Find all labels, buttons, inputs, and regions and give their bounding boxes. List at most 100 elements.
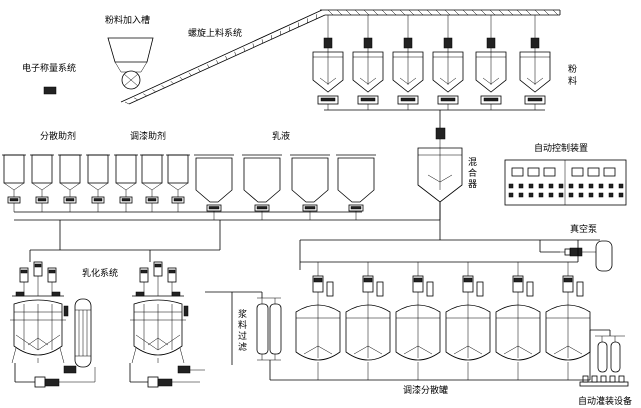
screw-flight [207,64,210,68]
screw-flight [161,85,165,89]
powder-tank [392,15,424,110]
screw-flight [315,14,318,20]
label-emulsify-system: 乳化系统 [82,267,118,279]
screw-flight [179,76,183,80]
tank-bottom [87,182,109,191]
additive-tank [140,154,164,212]
dispersion-tank [545,262,591,380]
screw-flight [426,9,433,16]
emulsion-tank [194,154,234,220]
panel-display [571,167,584,177]
screw-flight [134,97,139,101]
panel-display [527,167,540,177]
scale-readout [173,198,183,202]
motor-cap [363,277,373,283]
powder-tank [432,15,464,110]
screw-flight [216,60,219,64]
panel-button [568,192,574,198]
panel-display [543,167,556,177]
screw-flight [143,93,147,97]
powder-tanks [312,15,551,110]
collector-pipe [14,202,441,221]
dispersion-tank [345,262,391,380]
label-powder-vertical-2: 料 [568,75,577,87]
tank-body [243,157,281,203]
dispersion-tank [395,262,441,380]
agitator-blade [526,77,544,85]
side-motor [526,281,534,297]
powder-tank [352,15,384,110]
screw-flight [363,9,370,16]
screw-flight [124,101,130,105]
screw-flight [498,9,505,16]
nozzle [51,291,61,297]
agitator-blade [482,77,500,85]
label-auto-filling: 自动灌装设备 [578,395,632,407]
nozzle [15,291,25,297]
panel-button [578,192,584,198]
slurry-filter [256,297,282,361]
panel-button [578,183,584,189]
label-mixer-2: 合 [468,167,477,179]
side-motor [426,281,434,297]
panel-button [538,183,544,189]
tank-body [3,154,25,184]
dispersion-tank [295,262,341,380]
side-gauge [63,305,69,317]
scale-readout [9,198,19,202]
panel-button [618,192,624,198]
tank-bottom [31,182,53,191]
screw-flight [435,9,442,16]
screw-flight [471,9,478,16]
additive-tank [30,154,54,212]
panel-button [528,183,534,189]
reactor-leg [131,347,137,364]
screw-flight [444,9,451,16]
motor-icon [403,37,413,49]
emulsion-tank [290,154,330,220]
motor-cap [463,277,473,283]
panel-button [588,183,594,189]
screw-flight [543,9,550,16]
panel-display [603,167,616,177]
motor-icon [486,37,496,49]
reactor-leg [11,347,17,364]
disperser-blade [27,337,49,346]
powder-tank [519,15,551,110]
side-motor [476,281,484,297]
screw-flight [327,9,334,16]
disperser-blade [147,337,169,346]
screw-flight [345,9,352,16]
panel-display [587,167,600,177]
agitator-blade [353,345,383,355]
tank-bottom [3,182,25,191]
label-weighing: 电子称量系统 [22,62,76,74]
nozzle [135,291,145,297]
powder-tank [475,15,507,110]
label-slurry-filter-2: 料 [238,319,247,331]
additive-tank [114,154,138,212]
dispersion-tank [445,262,491,380]
screw-flight [336,9,343,16]
motor-cap [313,277,323,283]
panel-button [598,192,604,198]
label-powder-vertical-1: 粉 [568,63,577,75]
panel-button [518,192,524,198]
agitator-blade [319,77,337,85]
panel-button [508,192,514,198]
motor-cap [563,277,573,283]
emulsify-reactor [130,261,189,364]
tank-bottom [115,182,137,191]
agitator-blade [453,345,483,355]
panel-button [598,183,604,189]
additive-tank [2,154,26,212]
motor-cap [168,269,176,274]
label-emulsion: 乳液 [272,130,290,142]
panel-button [528,192,534,198]
scale-readout [256,206,268,210]
scale-readout [360,97,376,102]
agitator-blade [403,345,433,355]
scale-readout [400,97,416,102]
auto-filling-equipment [579,335,629,387]
